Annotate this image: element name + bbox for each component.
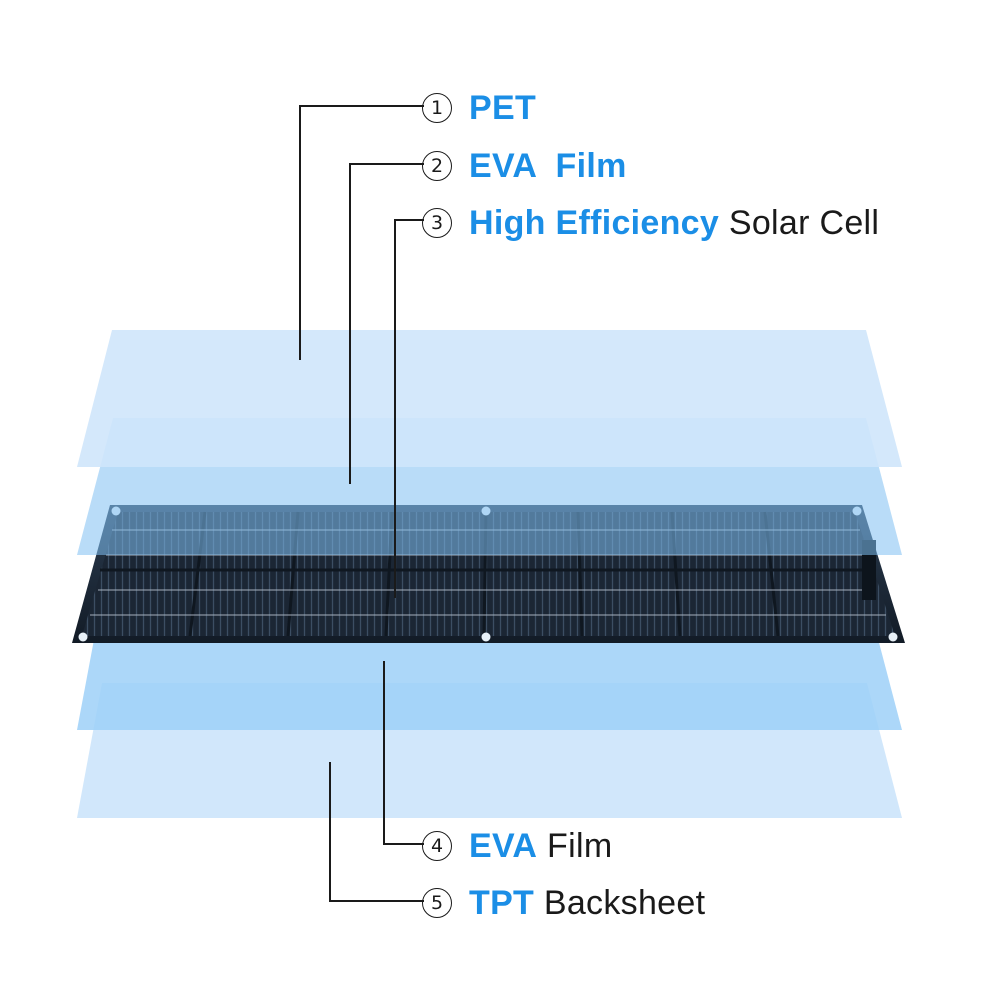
label-accent-text: High Efficiency <box>469 203 720 242</box>
leader-line-eva-lower <box>383 661 424 845</box>
number-badge: 1 <box>422 93 452 123</box>
leader-line-eva-upper <box>349 163 424 484</box>
number-badge: 3 <box>422 208 452 238</box>
label-accent-text: PET <box>469 88 537 127</box>
label-rest-text: Film <box>547 826 613 865</box>
grommet-bottom-center <box>481 632 491 642</box>
label-solar-cell: 3 High Efficiency Solar Cell <box>422 203 879 243</box>
number-badge: 2 <box>422 151 452 181</box>
label-accent-text: EVA <box>469 826 538 865</box>
label-tpt-backsheet: 5 TPT Backsheet <box>422 883 705 923</box>
number-badge: 5 <box>422 888 452 918</box>
grommet-bottom-right <box>888 632 898 642</box>
label-accent-text: TPT <box>469 883 535 922</box>
pet-top-layer <box>77 330 902 467</box>
label-eva-film-lower: 4 EVA Film <box>422 826 612 866</box>
grommet-bottom-left <box>78 632 88 642</box>
number-badge: 4 <box>422 831 452 861</box>
label-rest-text: Solar Cell <box>728 203 880 242</box>
label-pet: 1 PET <box>422 88 536 128</box>
leader-line-solar-cell <box>394 219 424 598</box>
label-eva-film-upper: 2 EVA Film <box>422 146 627 186</box>
label-rest-text: Backsheet <box>543 883 706 922</box>
leader-line-tpt <box>329 762 424 902</box>
leader-line-pet <box>299 105 424 360</box>
label-accent-text: EVA Film <box>469 146 627 185</box>
